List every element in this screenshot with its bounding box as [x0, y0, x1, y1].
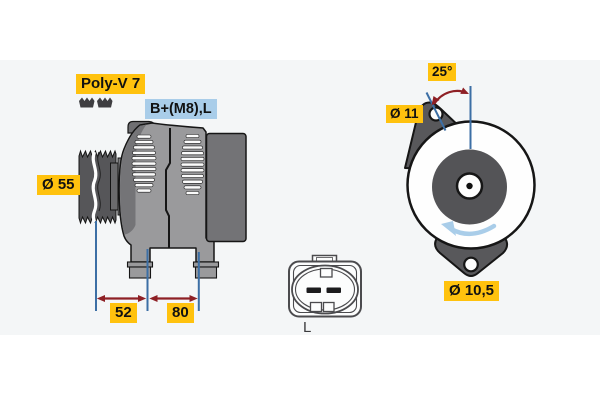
- dimension-label-80: 80: [167, 303, 194, 323]
- mounting-feet: [126, 261, 220, 279]
- terminal-label: B+(M8),L: [145, 99, 217, 119]
- shaft-center: [466, 182, 473, 190]
- poly-v-belt-profile-icon: [79, 97, 113, 108]
- angle-reference-lines: [425, 86, 472, 149]
- pulley-diameter-label: Ø 55: [37, 175, 80, 195]
- connector-terminal-label: L: [303, 319, 312, 336]
- bottom-hole-diameter-label: Ø 10,5: [444, 281, 500, 301]
- pulley: [78, 149, 117, 225]
- housing-parting-line: [165, 128, 171, 248]
- pulley-break-line: [91, 151, 98, 223]
- connector-key-bottom-left: [309, 301, 323, 313]
- shaft-spacer: [110, 162, 119, 211]
- dimension-label-52: 52: [110, 303, 137, 323]
- connector-pin-right: [326, 287, 341, 293]
- vent-slots: [131, 134, 205, 196]
- angle-arrow-25: [431, 87, 469, 106]
- mounting-hole-bottom: [463, 256, 479, 273]
- connector-key-top: [319, 267, 333, 278]
- alternator-side-view: [78, 97, 247, 311]
- alternator-front-view: [404, 86, 536, 277]
- dimension-extension-lines: [95, 221, 200, 311]
- connector-pin-left: [306, 287, 321, 293]
- belt-type-label: Poly-V 7: [76, 74, 146, 94]
- dimension-arrow-52: [96, 295, 147, 302]
- connector-key-bottom-right: [322, 301, 335, 313]
- dimension-arrow-80: [149, 295, 198, 302]
- connector-collar: [291, 264, 359, 315]
- rear-cover: [205, 132, 247, 243]
- top-hole-diameter-label: Ø 11: [386, 105, 423, 123]
- rotation-arrow-icon: [441, 221, 497, 236]
- angle-label: 25°: [428, 63, 457, 81]
- connector-diagram: [288, 254, 362, 318]
